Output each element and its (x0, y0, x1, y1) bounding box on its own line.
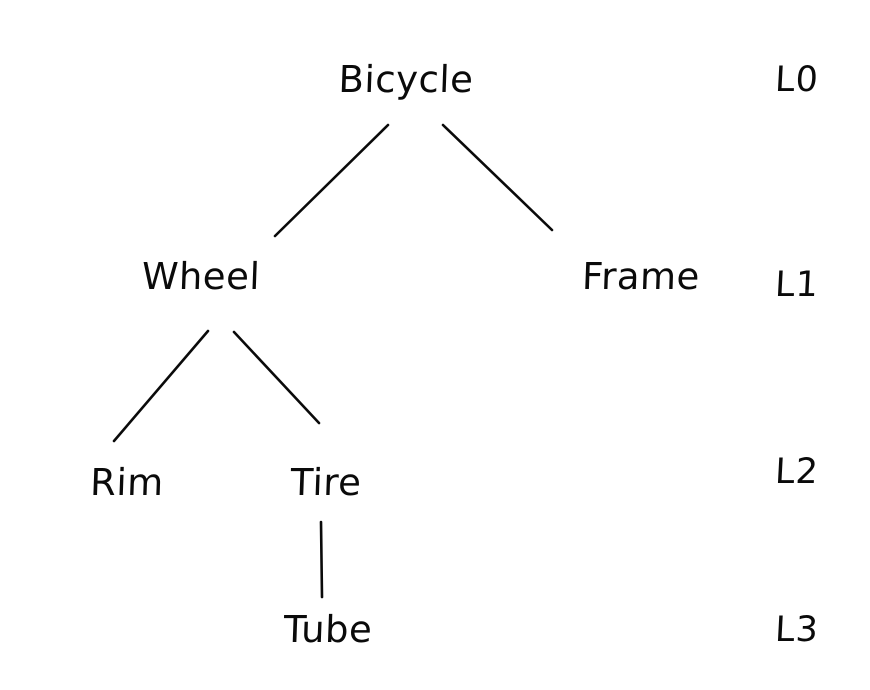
edge-wheel-rim (112, 329, 210, 443)
level-label-l2: L2 (773, 452, 820, 492)
node-wheel: Wheel (141, 255, 261, 298)
node-rim: Rim (89, 461, 165, 504)
edge-bicycle-frame (441, 123, 554, 232)
edge-tire-tube (319, 520, 324, 599)
level-label-l3: L3 (773, 610, 820, 650)
edge-wheel-tire (232, 330, 321, 425)
node-frame: Frame (581, 255, 701, 298)
edge-bicycle-wheel (273, 123, 390, 238)
node-tire: Tire (289, 461, 363, 504)
level-label-l0: L0 (773, 60, 820, 100)
node-tube: Tube (282, 608, 374, 651)
node-bicycle: Bicycle (337, 58, 475, 101)
level-label-l1: L1 (773, 265, 820, 305)
